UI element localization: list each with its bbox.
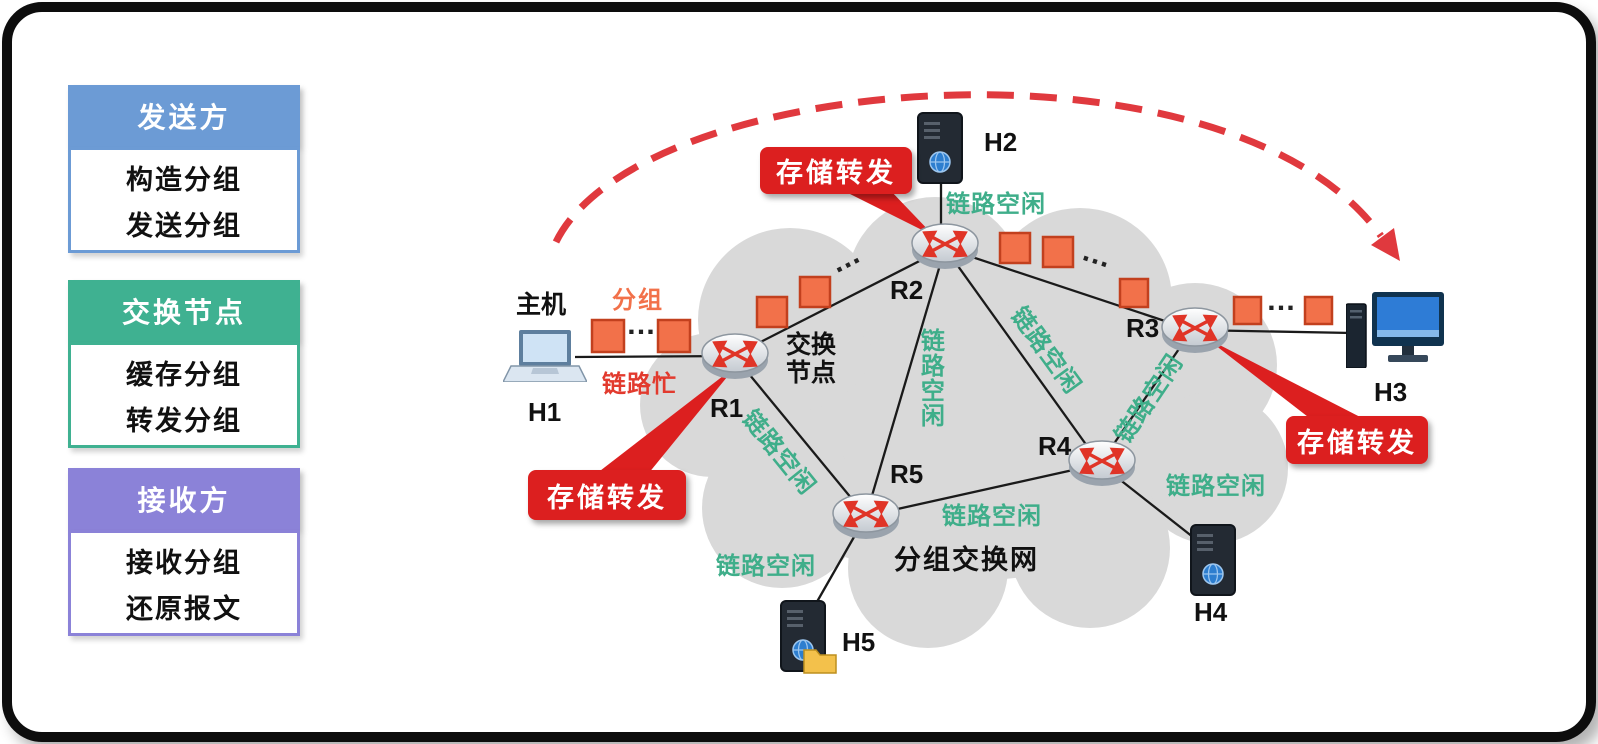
callout-tail-r2 — [842, 190, 934, 236]
label-h5: H5 — [842, 627, 876, 657]
label-r2: R2 — [890, 275, 924, 305]
link-r2-r3 — [944, 246, 1193, 332]
link-idle-label-r4-r5: 链路空闲 — [942, 503, 1042, 530]
folder-icon — [803, 649, 837, 674]
link-idle-label-r5-h5: 链路空闲 — [716, 553, 816, 580]
packet — [1232, 295, 1263, 326]
host-h4-icon — [1190, 524, 1236, 596]
packet — [998, 231, 1032, 265]
router-r1-icon — [700, 332, 770, 381]
label-r3: R3 — [1126, 313, 1160, 343]
router-r2-icon — [910, 222, 980, 271]
link-r4-r5 — [865, 462, 1101, 518]
link-idle-label-h2: 链路空闲 — [946, 191, 1046, 218]
packet-label: 分组 — [612, 287, 664, 314]
link-r3-r4 — [1099, 329, 1193, 465]
legend-line: 构造分组 — [126, 164, 242, 195]
legend-box-receiver: 接收方 接收分组 还原报文 — [68, 468, 300, 636]
legend-body-receiver: 接收分组 还原报文 — [68, 530, 300, 636]
label-h2: H2 — [984, 127, 1018, 157]
link-r1-r2 — [734, 246, 946, 357]
link-idle-label-r2-r5: 链路空闲 — [916, 328, 944, 428]
legend-box-sender: 发送方 构造分组 发送分组 — [68, 85, 300, 253]
legend-line: 发送分组 — [126, 210, 242, 241]
legend-title-switch-node: 交换节点 — [68, 280, 300, 342]
packet — [1118, 277, 1150, 309]
callout-tails — [596, 190, 1366, 474]
router-r5-icon — [831, 492, 901, 541]
callout-tail-r1 — [596, 366, 736, 474]
label-r4: R4 — [1038, 431, 1072, 461]
packet — [1041, 235, 1075, 269]
network-name-label: 分组交换网 — [894, 545, 1039, 575]
link-r2-r5 — [864, 247, 947, 517]
label-h1: H1 — [528, 397, 562, 427]
store-forward-callout-r3: 存储转发 — [1286, 416, 1428, 464]
legend-title-sender: 发送方 — [68, 85, 300, 147]
link-r1-r5 — [734, 356, 867, 517]
packet — [1303, 295, 1334, 326]
switch-node-label-line1: 交换 — [786, 331, 837, 359]
legend-body-sender: 构造分组 发送分组 — [68, 147, 300, 253]
label-h3: H3 — [1374, 377, 1408, 407]
legend-line: 还原报文 — [126, 593, 242, 624]
packet-ellipsis-r3-h3: … — [1266, 284, 1296, 317]
switch-node-label-line2: 节点 — [786, 359, 837, 387]
host-h1-icon — [503, 330, 587, 382]
legend-line: 接收分组 — [126, 547, 242, 578]
store-forward-callout-r1: 存储转发 — [528, 470, 686, 520]
packets — [590, 231, 1334, 354]
packet — [590, 318, 626, 354]
label-r5: R5 — [890, 459, 924, 489]
label-r1: R1 — [710, 393, 744, 423]
packet — [798, 275, 832, 309]
link-r2-r4 — [944, 247, 1101, 465]
legend-line: 转发分组 — [126, 405, 242, 436]
host-h2-icon — [917, 112, 963, 184]
link-idle-label-r4-h4: 链路空闲 — [1166, 473, 1266, 500]
legend-body-switch-node: 缓存分组 转发分组 — [68, 342, 300, 448]
router-r3-icon — [1160, 306, 1230, 355]
callout-tail-r3 — [1206, 338, 1366, 420]
host-label: 主机 — [516, 291, 567, 319]
host-h3-icon — [1346, 292, 1445, 368]
legend-line: 缓存分组 — [126, 359, 242, 390]
packet — [656, 318, 692, 354]
label-h4: H4 — [1194, 597, 1228, 627]
link-busy-label: 链路忙 — [602, 371, 677, 398]
arc-arrowhead — [1371, 228, 1400, 261]
store-forward-callout-r2: 存储转发 — [760, 147, 912, 194]
packet-ellipsis-h1: … — [626, 308, 656, 341]
packet — [755, 295, 789, 329]
legend-title-receiver: 接收方 — [68, 468, 300, 530]
legend-box-switch-node: 交换节点 缓存分组 转发分组 — [68, 280, 300, 448]
transmission-arc — [552, 91, 1384, 244]
